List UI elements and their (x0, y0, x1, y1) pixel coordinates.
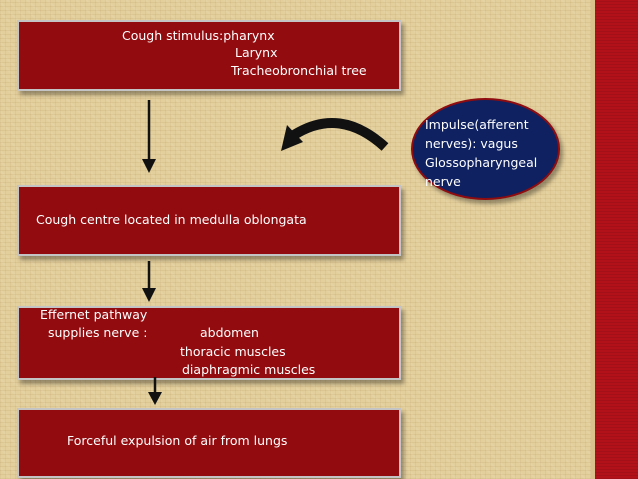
impulse-line-4: nerve (425, 174, 461, 189)
cough-stimulus-box: Cough stimulus:pharynx Larynx Tracheobro… (17, 20, 401, 91)
right-decorative-sidebar (595, 0, 638, 479)
stimulus-line-1: Cough stimulus:pharynx (122, 28, 275, 43)
cough-centre-box: Cough centre located in medulla oblongat… (17, 185, 401, 256)
down-arrow-icon (142, 261, 156, 302)
down-arrow-icon (142, 100, 156, 173)
impulse-line-3: Glossopharyngeal (425, 155, 538, 170)
impulse-line-2: nerves): vagus (425, 136, 518, 151)
efferent-line-2: supplies nerve : (48, 325, 148, 340)
cough-centre-text: Cough centre located in medulla oblongat… (36, 212, 307, 227)
stimulus-line-2: Larynx (235, 45, 278, 60)
efferent-line-1: Effernet pathway (40, 307, 148, 322)
efferent-pathway-box: Effernet pathway supplies nerve : abdome… (17, 306, 401, 380)
efferent-line-3: abdomen (200, 325, 259, 340)
curved-arrow-icon (281, 118, 389, 151)
down-arrow-icon (148, 377, 162, 405)
efferent-line-4: thoracic muscles (180, 344, 286, 359)
stimulus-line-3: Tracheobronchial tree (231, 63, 367, 78)
efferent-line-5: diaphragmic muscles (182, 362, 316, 377)
sidebar-edge (591, 0, 595, 479)
impulse-line-1: Impulse(afferent (425, 117, 529, 132)
forceful-expulsion-box: Forceful expulsion of air from lungs (17, 408, 401, 478)
forceful-expulsion-text: Forceful expulsion of air from lungs (67, 433, 288, 448)
afferent-impulse-oval: Impulse(afferent nerves): vagus Glossoph… (411, 98, 560, 200)
